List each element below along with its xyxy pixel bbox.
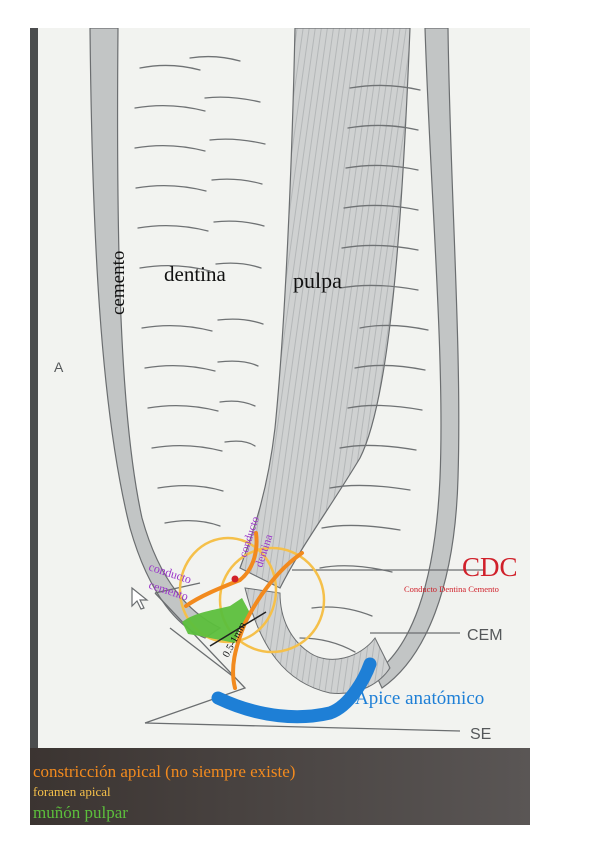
label-cem: CEM: [467, 627, 503, 644]
apice-anatomico-shape: [211, 657, 377, 724]
constriction-point: [231, 575, 239, 583]
left-edge-shadow: [30, 28, 38, 748]
reference-lines: [144, 569, 485, 732]
label-cdc: CDC: [462, 552, 518, 582]
label-dentina: dentina: [164, 262, 226, 286]
foramen-circles: [178, 536, 326, 654]
constriccion-curves: [184, 531, 304, 690]
legend-munon: muñón pulpar: [33, 803, 128, 822]
label-se: SE: [470, 726, 491, 743]
legend-background: [30, 748, 530, 825]
dentin-tubules-right: [299, 84, 429, 653]
legend-foramen: foramen apical: [33, 784, 111, 799]
measure-line: [209, 611, 267, 647]
dentin-tubules-left: [134, 55, 266, 527]
cursor-arrow-icon: [131, 586, 149, 610]
pulp-canal: [239, 28, 411, 589]
root-right-band: [374, 28, 460, 689]
label-cdc-full: Conducto Dentina Cemento: [404, 584, 499, 594]
legend-constriccion: constricción apical (no siempre existe): [33, 762, 295, 781]
label-cemento: cemento: [108, 251, 129, 315]
label-pulpa: pulpa: [293, 268, 342, 293]
apical-region: [244, 587, 391, 694]
se-line: [144, 722, 461, 732]
label-panel-a: A: [54, 359, 64, 375]
label-apice: Ápice anatómico: [355, 687, 484, 709]
inner-box: [169, 627, 236, 679]
apical-anatomy-diagram: A cemento dentina pulpa conducto cemento…: [30, 28, 530, 825]
